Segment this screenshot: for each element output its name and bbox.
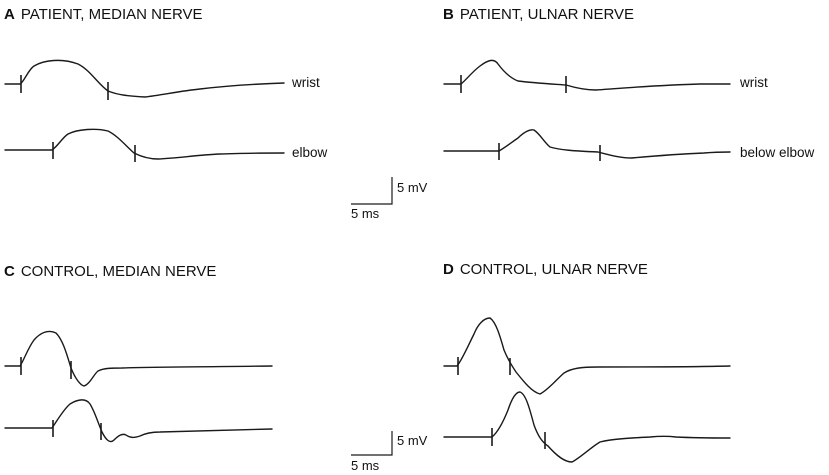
- panel-b-title-text: PATIENT, ULNAR NERVE: [460, 6, 634, 23]
- panel-b: B PATIENT, ULNAR NERVE wrist below elbow: [443, 6, 815, 161]
- panel-c-letter: C: [4, 263, 15, 280]
- panel-a-trace-label-elbow: elbow: [292, 145, 328, 160]
- panel-b-letter: B: [443, 6, 454, 23]
- scale-bar-bottom-lines: [351, 431, 393, 456]
- panel-a: A PATIENT, MEDIAN NERVE wrist elbow: [4, 6, 328, 162]
- panel-d: D CONTROL, ULNAR NERVE: [443, 261, 731, 463]
- panel-d-letter: D: [443, 261, 454, 278]
- scale-bar-top: 5 mV 5 ms: [351, 177, 428, 221]
- panel-a-trace-elbow: [4, 128, 285, 160]
- panel-c-trace-2: [4, 399, 273, 443]
- scale-bar-bottom-voltage-label: 5 mV: [397, 433, 428, 448]
- panel-a-title: A PATIENT, MEDIAN NERVE: [4, 6, 203, 23]
- panel-a-trace-wrist: [4, 59, 285, 98]
- panel-d-trace-2: [443, 391, 731, 463]
- panel-b-trace-label-wrist: wrist: [739, 75, 768, 90]
- panel-b-trace-label-below-elbow: below elbow: [740, 145, 815, 160]
- scale-bar-top-voltage-label: 5 mV: [397, 180, 428, 195]
- panel-a-letter: A: [4, 6, 15, 23]
- scale-bar-bottom-time-label: 5 ms: [351, 458, 380, 473]
- panel-a-trace-label-wrist: wrist: [291, 75, 320, 90]
- panel-d-title: D CONTROL, ULNAR NERVE: [443, 261, 648, 278]
- panel-c-title: C CONTROL, MEDIAN NERVE: [4, 263, 216, 280]
- panel-d-title-text: CONTROL, ULNAR NERVE: [460, 261, 648, 278]
- scale-bar-top-time-label: 5 ms: [351, 206, 380, 221]
- panel-a-title-text: PATIENT, MEDIAN NERVE: [21, 6, 203, 23]
- panel-c-trace-1: [4, 330, 273, 387]
- panel-b-trace-below-elbow: [443, 129, 731, 159]
- panel-c: C CONTROL, MEDIAN NERVE: [4, 263, 273, 443]
- panel-b-trace-wrist: [443, 59, 731, 91]
- scale-bar-top-lines: [351, 177, 393, 205]
- panel-d-trace-1: [443, 317, 731, 395]
- panel-c-title-text: CONTROL, MEDIAN NERVE: [21, 263, 217, 280]
- panel-b-title: B PATIENT, ULNAR NERVE: [443, 6, 634, 23]
- scale-bar-bottom: 5 mV 5 ms: [351, 431, 428, 473]
